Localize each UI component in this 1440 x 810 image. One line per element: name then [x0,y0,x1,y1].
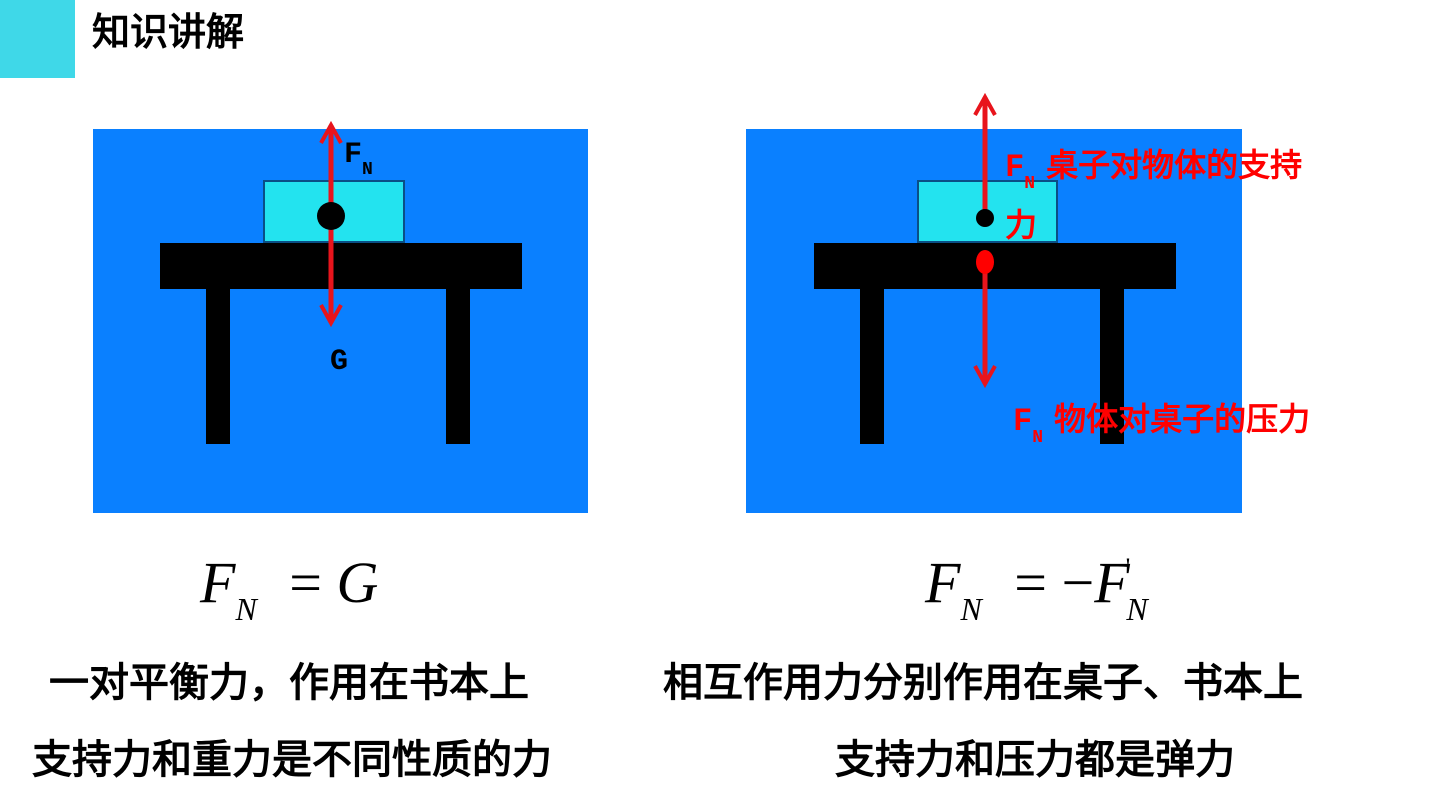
left-g-label: G [330,345,349,379]
left-support-arrowhead-icon [319,120,343,144]
left-table-leg-right [446,289,470,444]
left-center-dot [317,202,345,230]
right-support-label: FN 桌子对物体的支持 [1005,146,1303,194]
right-table-leg-left [860,289,884,444]
right-text-line1: 相互作用力分别作用在桌子、书本上 [663,660,1303,706]
left-gravity-arrowhead-icon [319,304,343,328]
right-table-contact-dot [976,250,994,274]
right-support-subscript: N [1024,174,1036,194]
right-pressure-subscript: N [1032,428,1044,448]
left-table-top [160,243,522,289]
right-support-arrowhead-icon [973,92,997,116]
left-equation: FN = G [200,550,379,627]
left-text-line2: 支持力和重力是不同性质的力 [32,737,552,783]
page-title: 知识讲解 [92,10,245,54]
left-book [263,180,405,243]
right-table-top [814,243,1176,289]
right-support-label-cont: 力 [1005,206,1038,244]
right-equation: FN = −F'N [925,550,1148,627]
left-fn-label: FN [344,138,373,180]
right-book-center-dot [976,209,994,227]
right-text-line2: 支持力和压力都是弹力 [835,737,1235,783]
right-pressure-arrowhead-icon [973,365,997,389]
left-text-line1: 一对平衡力，作用在书本上 [49,660,529,706]
left-fn-subscript: N [362,160,373,180]
right-table-leg-right [1100,289,1124,444]
left-table-leg-left [206,289,230,444]
right-pressure-label: FN 物体对桌子的压力 [1013,400,1311,448]
title-accent-bar [0,0,75,78]
